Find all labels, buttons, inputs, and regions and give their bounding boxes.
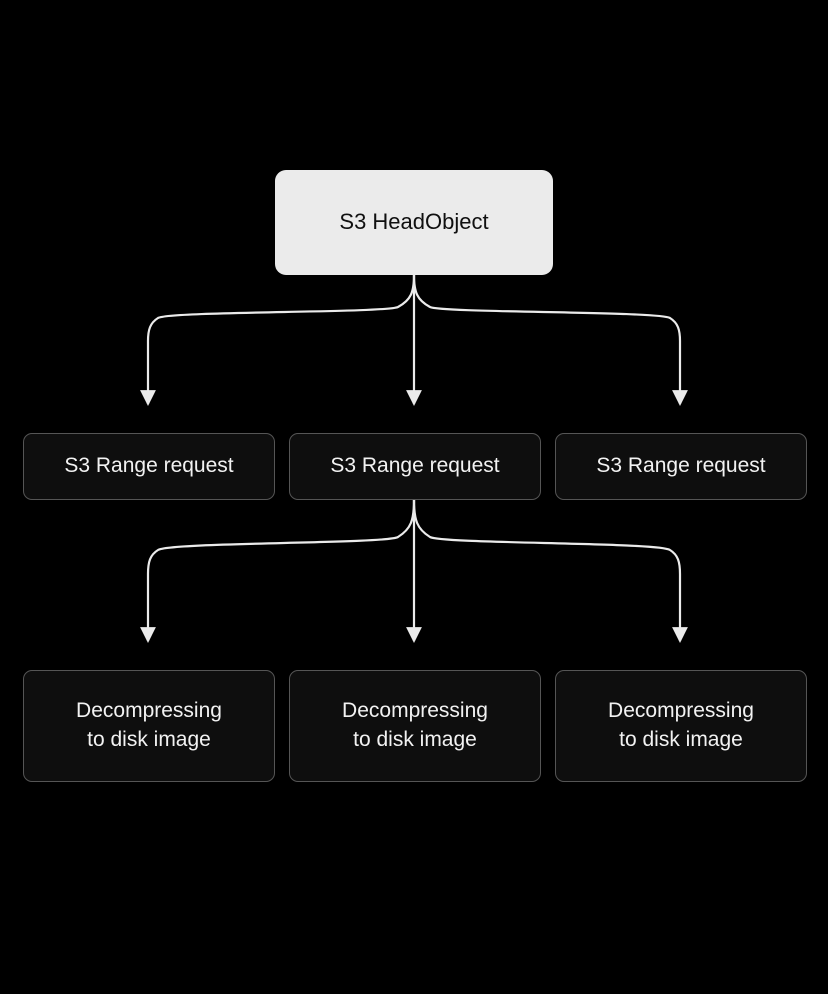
edge-root-to-range-request-3 xyxy=(412,274,688,406)
edge-range-request-2-to-decompress-3 xyxy=(412,499,688,643)
node-label: S3 Range request xyxy=(596,454,766,478)
node-label: Decompressing to disk image xyxy=(608,699,754,751)
node-label: Decompressing to disk image xyxy=(76,699,222,751)
node-label: S3 Range request xyxy=(330,454,500,478)
node-label: S3 Range request xyxy=(64,454,234,478)
node-range-request-3[interactable]: S3 Range request xyxy=(555,433,807,500)
node-decompress-1[interactable]: Decompressing to disk image xyxy=(23,670,275,782)
node-decompress-2[interactable]: Decompressing to disk image xyxy=(289,670,541,782)
node-label: S3 HeadObject xyxy=(339,209,489,235)
edge-range-request-2-to-decompress-1 xyxy=(140,499,416,643)
node-range-request-2[interactable]: S3 Range request xyxy=(289,433,541,500)
edge-root-to-range-request-1 xyxy=(140,274,416,406)
node-decompress-3[interactable]: Decompressing to disk image xyxy=(555,670,807,782)
node-label: Decompressing to disk image xyxy=(342,699,488,751)
node-s3-headobject[interactable]: S3 HeadObject xyxy=(275,170,553,275)
node-range-request-1[interactable]: S3 Range request xyxy=(23,433,275,500)
